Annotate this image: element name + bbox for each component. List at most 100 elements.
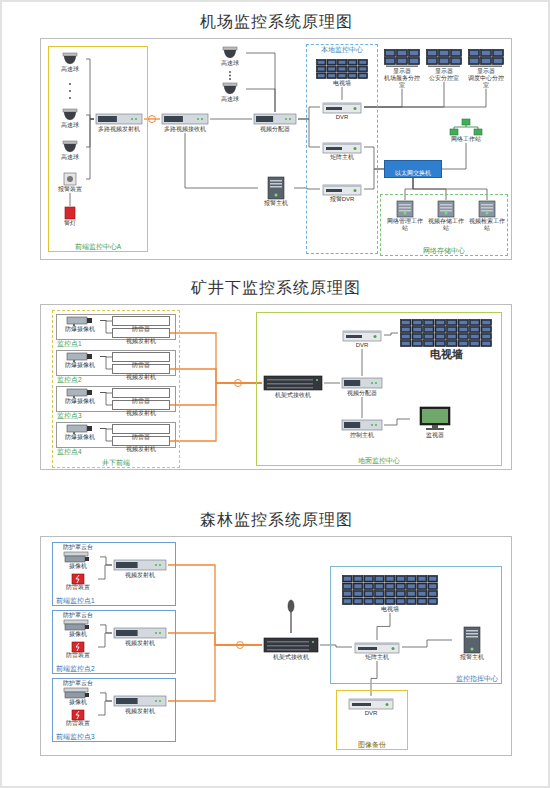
connector — [442, 143, 466, 169]
node-label: 高速球 — [54, 66, 86, 73]
node-label: 视频发射机 — [126, 409, 156, 417]
lightning-protector: 防雷装置 — [58, 642, 98, 659]
node-label: 防雷装置 — [58, 720, 98, 727]
device-box: 视频发射机 — [112, 626, 168, 647]
mic-head — [288, 600, 294, 612]
alarm-device: 报警装置 — [54, 172, 86, 193]
connector — [98, 565, 112, 579]
monitor-group: 显示器机场服务分控室 — [382, 48, 422, 89]
group-frame: 地面监控中心机架式接收机DVR电视墙视频分配器控制主机监视器 — [256, 312, 502, 466]
node-label: 机场监控系统原理图 — [44, 13, 508, 31]
dome-camera-icon — [214, 46, 246, 60]
dome-camera: 高速球 — [214, 82, 246, 103]
connector — [100, 625, 112, 633]
node-label: 电视墙 — [314, 80, 370, 87]
workstation-tower-icon — [468, 200, 506, 218]
dome-camera: 高速球 — [54, 52, 86, 73]
node-label: 防雷器 — [132, 325, 150, 333]
device-box-icon — [252, 112, 298, 126]
ellipsis-dot — [69, 90, 71, 92]
node-label: 监视器 — [410, 432, 460, 439]
node-label: 视频发射机 — [126, 337, 156, 345]
device-box: 多路视频接收机 — [160, 112, 210, 133]
camera: 防爆摄像机 — [60, 351, 100, 369]
dvr-unit-icon — [346, 696, 396, 710]
node-label: 森林监控系统原理图 — [44, 511, 508, 529]
group-frame: 图像备份 DVR — [336, 690, 408, 750]
node-label: 地面监控中心 — [260, 457, 498, 464]
node-label: 矩阵主机 — [320, 154, 364, 161]
video-wall-icon — [314, 58, 370, 80]
node-label: 矿井下监控系统原理图 — [44, 279, 508, 297]
connector — [86, 115, 94, 119]
dvr-unit: DVR — [346, 696, 396, 717]
video-wall-icon — [398, 318, 494, 348]
connector — [185, 133, 258, 188]
node-label: 防护罩云台 — [56, 612, 100, 619]
node-label: 防爆摄像机 — [60, 362, 100, 369]
node-label: 报警主机 — [452, 654, 492, 661]
connector — [98, 633, 112, 647]
ptz-camera: 防护罩云台摄像机 — [56, 544, 100, 570]
ethernet-switch: 以太网交换机 — [384, 160, 442, 178]
fiber-connector — [168, 645, 262, 701]
node-label: 摄像机 — [56, 631, 100, 638]
node-label: 图像备份 — [340, 741, 404, 748]
node-label: DVR — [346, 710, 396, 717]
host-tower: 报警主机 — [258, 176, 294, 207]
diagram-panel: 森林监控系统原理图前端监控点1防护罩云台摄像机防雷装置视频发射机前端监控点2防护… — [40, 536, 512, 756]
device-box: 视频发射机 — [112, 558, 168, 579]
device-box: 视频发射机 — [112, 694, 168, 715]
node-label: 防雷器 — [132, 433, 150, 441]
node-label: 多路视频接收机 — [160, 126, 210, 133]
fiber-connector — [170, 383, 262, 441]
node-label: 摄像机 — [56, 563, 100, 570]
dvr-unit-icon — [352, 640, 402, 654]
connector — [100, 357, 112, 370]
warning-light-icon — [54, 206, 86, 220]
device-box: 控制主机 — [340, 418, 384, 439]
connector — [362, 397, 363, 418]
camera-icon — [60, 315, 100, 326]
camera-icon — [60, 387, 100, 398]
ptz-camera: 防护罩云台摄像机 — [56, 680, 100, 706]
node-label: DVR — [320, 114, 364, 121]
connector — [413, 178, 487, 200]
lightning-protector-icon — [58, 574, 98, 584]
monitor-point-frame: 监控点4防爆摄像机防雷器视频发射机 — [56, 422, 176, 448]
node-label: 矩阵主机 — [352, 654, 402, 661]
lightning-protector-icon — [58, 710, 98, 720]
camera-icon — [60, 423, 100, 434]
connector — [70, 193, 71, 206]
device-box: 视频分配器 — [340, 376, 384, 397]
network-workstation-icon — [444, 118, 488, 136]
group-frame: 本地监控中心电视墙DVR矩阵主机报警DVR — [306, 44, 378, 254]
lightning-protector: 防雷装置 — [58, 710, 98, 727]
connector — [100, 393, 112, 406]
network-workstation: 网络工作站 — [444, 118, 488, 143]
connector — [100, 557, 112, 565]
node-label: 高速球 — [214, 60, 246, 67]
dvr-unit: DVR — [320, 100, 364, 121]
warning-light: 警灯 — [54, 206, 86, 227]
node-label: 防雷装置 — [58, 652, 98, 659]
ellipsis-dot — [229, 78, 231, 80]
video-wall: 电视墙 — [398, 318, 494, 361]
alarm-device-icon — [54, 172, 86, 186]
dvr-unit-icon — [320, 140, 364, 154]
node-label: 网络存储中心 — [384, 247, 504, 254]
node-label: 井下前端 — [56, 459, 176, 466]
camera: 防爆摄像机 — [60, 387, 100, 405]
node-label: 视频发射机 — [126, 445, 156, 453]
device-tag: 防雷器 — [112, 424, 170, 434]
group-frame: 井下前端监控点1防爆摄像机防雷器视频发射机监控点2防爆摄像机防雷器视频发射机监控… — [52, 310, 180, 468]
ptz-camera-icon — [56, 687, 100, 699]
connector — [298, 119, 320, 147]
dome-camera-icon — [54, 140, 86, 154]
node-label: 视频检索工作站 — [468, 218, 506, 232]
diagram-panel: 机场监控系统原理图前端监控中心A高速球高速球高速球报警装置警灯多路视频发射机多路… — [40, 38, 512, 260]
dvr-unit: 矩阵主机 — [320, 140, 364, 161]
device-box: 视频分配器 — [252, 112, 298, 133]
node-label: 视频分配器 — [340, 390, 384, 397]
